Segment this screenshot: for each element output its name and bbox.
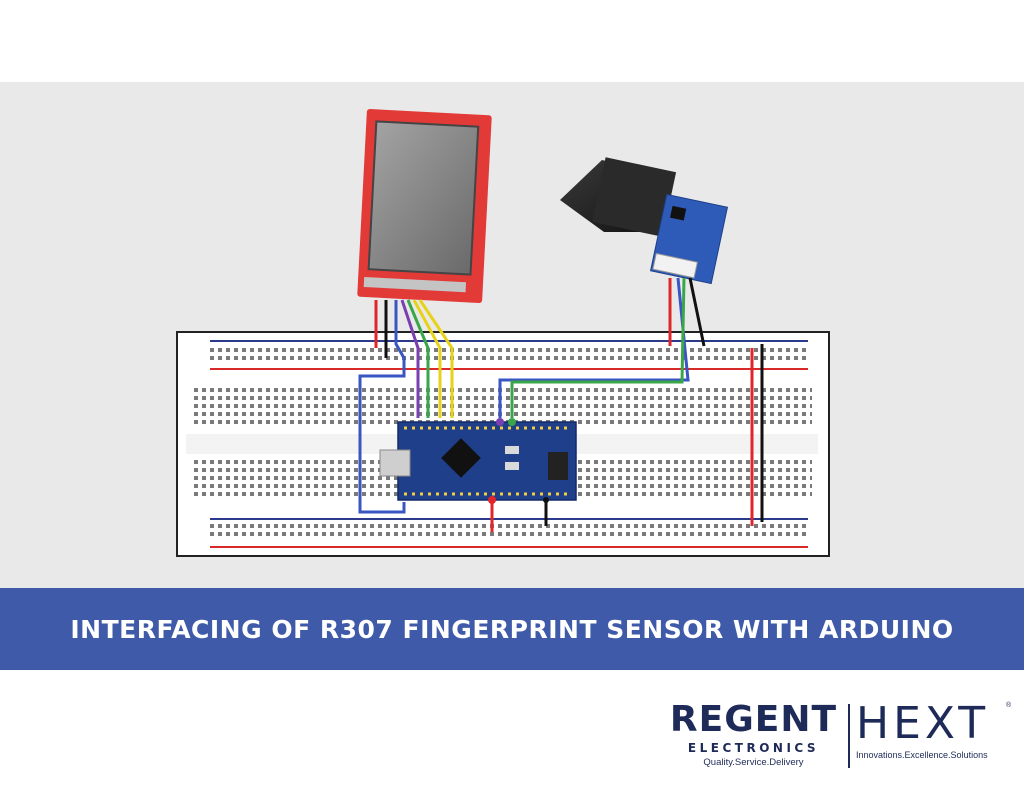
- banner-title: INTERFACING OF R307 FINGERPRINT SENSOR W…: [70, 614, 954, 644]
- regent-tagline: Quality.Service.Delivery: [703, 757, 804, 768]
- arduino-nano: [379, 421, 577, 501]
- logo-divider: [848, 704, 850, 768]
- brand-logos: REGENT ELECTRONICS Quality.Service.Deliv…: [660, 700, 1024, 790]
- circuit-illustration: [176, 109, 830, 557]
- regent-subtitle: ELECTRONICS: [687, 741, 820, 755]
- hext-name: HEXT: [856, 698, 990, 749]
- wiring-diagram: [0, 82, 1024, 588]
- sensor-wires: [498, 277, 706, 418]
- regent-logo: REGENT ELECTRONICS Quality.Service.Deliv…: [666, 700, 841, 770]
- display-wires: [358, 299, 454, 514]
- hext-logo: HEXT ® Innovations.Excellence.Solutions: [856, 700, 1018, 762]
- power-wires: [490, 344, 764, 532]
- regent-name: REGENT: [669, 699, 838, 740]
- tft-display: [357, 109, 492, 304]
- title-banner: INTERFACING OF R307 FINGERPRINT SENSOR W…: [0, 588, 1024, 670]
- connection-dots: [488, 418, 549, 504]
- hext-tagline: Innovations.Excellence.Solutions: [856, 750, 988, 760]
- registered-mark: ®: [1006, 702, 1012, 709]
- fingerprint-sensor: [560, 157, 729, 285]
